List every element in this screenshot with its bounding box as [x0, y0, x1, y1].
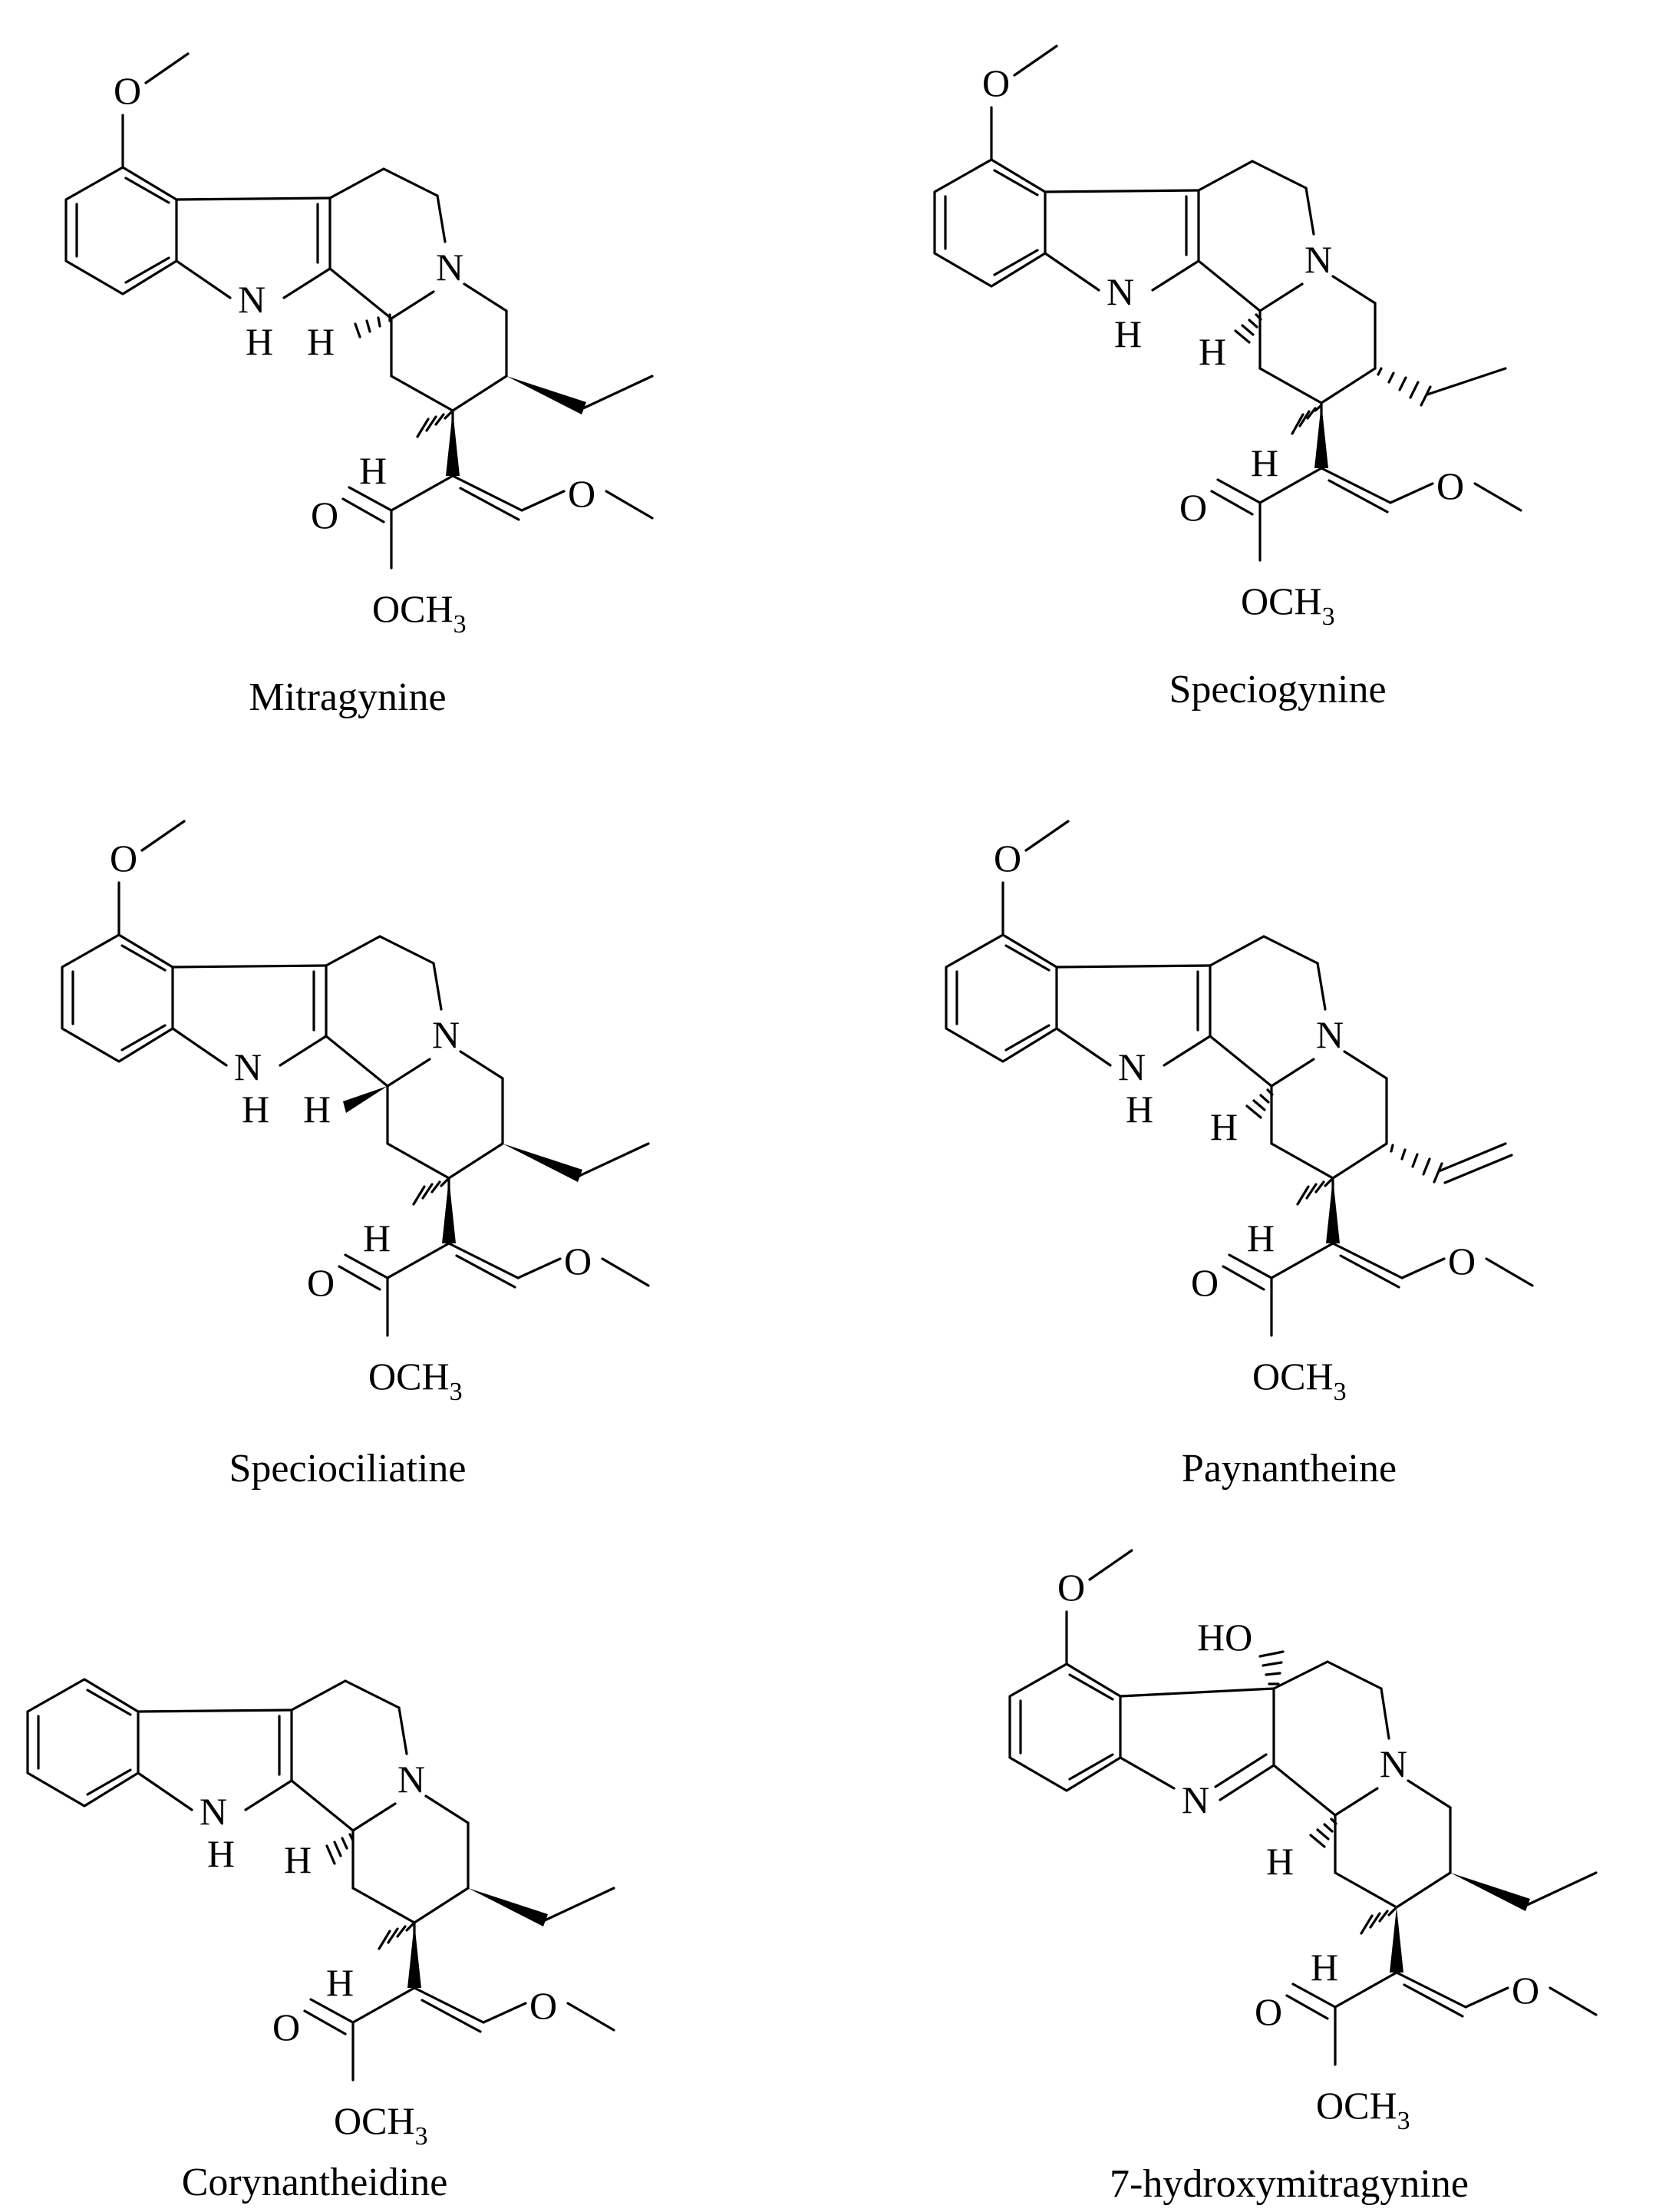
h3-label: H — [284, 1838, 312, 1881]
amine-nitrogen-label: N — [1380, 1742, 1407, 1785]
hydroxy-label: HO — [1197, 1616, 1252, 1659]
h3-label: H — [307, 320, 335, 363]
compound-name: Speciociliatine — [229, 1447, 466, 1491]
ester-label: OCH3 — [372, 587, 467, 639]
h3-label: H — [1199, 330, 1226, 373]
carbonyl-oxygen-label: O — [1255, 1990, 1282, 2033]
compound-name: Mitragynine — [249, 675, 446, 719]
hash-bond — [1296, 1178, 1333, 1206]
compound-speciogynine: O N H N H H O O OCH3 Speciogynine — [933, 45, 1522, 711]
hash-bond — [1291, 404, 1323, 435]
amine-nitrogen-label: N — [397, 1758, 425, 1801]
hash-bond — [416, 411, 453, 438]
enol-oxygen-label: O — [1512, 1969, 1539, 2012]
h15-label: H — [1251, 441, 1278, 484]
indole-hydrogen-label: H — [207, 1832, 235, 1875]
hash-bond — [378, 1923, 414, 1950]
h15-label: H — [326, 1961, 354, 2004]
wedge-bond — [503, 1144, 582, 1182]
compound-mitragynine: O N H N H H O O OCH3 Mitragynine — [64, 52, 654, 719]
amine-nitrogen-label: N — [1304, 238, 1332, 281]
compound-corynantheidine: N H N H H O O OCH3 Corynantheidine — [26, 1678, 615, 2204]
indole-hydrogen-label: H — [242, 1088, 269, 1131]
amine-nitrogen-label: N — [1316, 1013, 1344, 1056]
compound-paynantheine: O N H N H H O O OCH3 Paynantheine — [945, 820, 1534, 1491]
ester-label: OCH3 — [1241, 579, 1335, 631]
indole-nitrogen-label: N — [238, 278, 266, 321]
compound-7-hydroxymitragynine: O N HO N H H — [1008, 1549, 1598, 2206]
hash-bond — [412, 1178, 449, 1206]
compound-name: Corynantheidine — [182, 2161, 448, 2204]
h15-label: H — [1247, 1217, 1275, 1260]
hash-bond — [1258, 1650, 1285, 1685]
hash-bond — [325, 1833, 355, 1865]
enol-oxygen-label: O — [1448, 1240, 1476, 1283]
indole-nitrogen-label: N — [1118, 1045, 1146, 1088]
hash-bond — [1360, 1907, 1397, 1935]
hash-bond — [1377, 367, 1432, 407]
h15-label: H — [363, 1217, 391, 1260]
wedge-bond — [1314, 403, 1328, 468]
ester-label: OCH3 — [1252, 1355, 1347, 1406]
h3-label: H — [303, 1088, 331, 1131]
methoxy-oxygen-label: O — [114, 69, 141, 112]
methoxy-oxygen-label: O — [1057, 1566, 1085, 1609]
ester-label: OCH3 — [1316, 2084, 1410, 2135]
h15-label: H — [1311, 1946, 1338, 1989]
wedge-bond — [468, 1888, 548, 1926]
indole-hydrogen-label: H — [1126, 1088, 1153, 1131]
methoxy-oxygen-label: O — [982, 61, 1010, 104]
hash-bond — [1234, 313, 1262, 344]
carbonyl-oxygen-label: O — [311, 494, 338, 536]
enol-oxygen-label: O — [568, 472, 595, 515]
ester-label: OCH3 — [334, 2099, 428, 2151]
carbonyl-oxygen-label: O — [1191, 1261, 1219, 1304]
enol-oxygen-label: O — [564, 1240, 592, 1283]
compound-name: 7-hydroxymitragynine — [1110, 2162, 1469, 2206]
h15-label: H — [359, 449, 387, 492]
methoxy-oxygen-label: O — [110, 837, 137, 880]
wedge-bond — [446, 411, 460, 476]
amine-nitrogen-label: N — [432, 1013, 460, 1056]
compound-name: Paynantheine — [1182, 1447, 1397, 1491]
indole-nitrogen-label: N — [234, 1045, 262, 1088]
wedge-bond — [1450, 1873, 1530, 1911]
hash-bond — [1245, 1088, 1274, 1119]
indole-nitrogen-label: N — [200, 1790, 227, 1833]
carbonyl-oxygen-label: O — [307, 1261, 335, 1304]
enol-oxygen-label: O — [1436, 464, 1464, 507]
indole-hydrogen-label: H — [1114, 312, 1142, 355]
compound-speciociliatine: O N H N H H O O OCH3 Speciociliatine — [61, 820, 650, 1491]
hash-bond — [354, 313, 391, 338]
indole-nitrogen-label: N — [1107, 270, 1134, 313]
indole-hydrogen-label: H — [246, 320, 273, 363]
wedge-bond — [506, 376, 586, 414]
methoxy-oxygen-label: O — [994, 837, 1021, 880]
wedge-bond — [1326, 1178, 1340, 1243]
ester-label: OCH3 — [368, 1355, 463, 1406]
wedge-bond — [442, 1178, 456, 1243]
amine-nitrogen-label: N — [436, 246, 463, 289]
carbonyl-oxygen-label: O — [272, 2006, 300, 2049]
h3-label: H — [1266, 1840, 1294, 1883]
indolenine-nitrogen-label: N — [1182, 1778, 1209, 1821]
wedge-bond — [407, 1923, 421, 1988]
wedge-bond — [1390, 1907, 1403, 1973]
wedge-bond — [343, 1086, 388, 1113]
hash-bond — [1309, 1817, 1337, 1848]
compound-name: Speciogynine — [1169, 668, 1386, 711]
hash-bond — [1390, 1144, 1443, 1184]
h3-label: H — [1210, 1105, 1238, 1148]
carbonyl-oxygen-label: O — [1179, 486, 1207, 529]
enol-oxygen-label: O — [529, 1984, 557, 2027]
